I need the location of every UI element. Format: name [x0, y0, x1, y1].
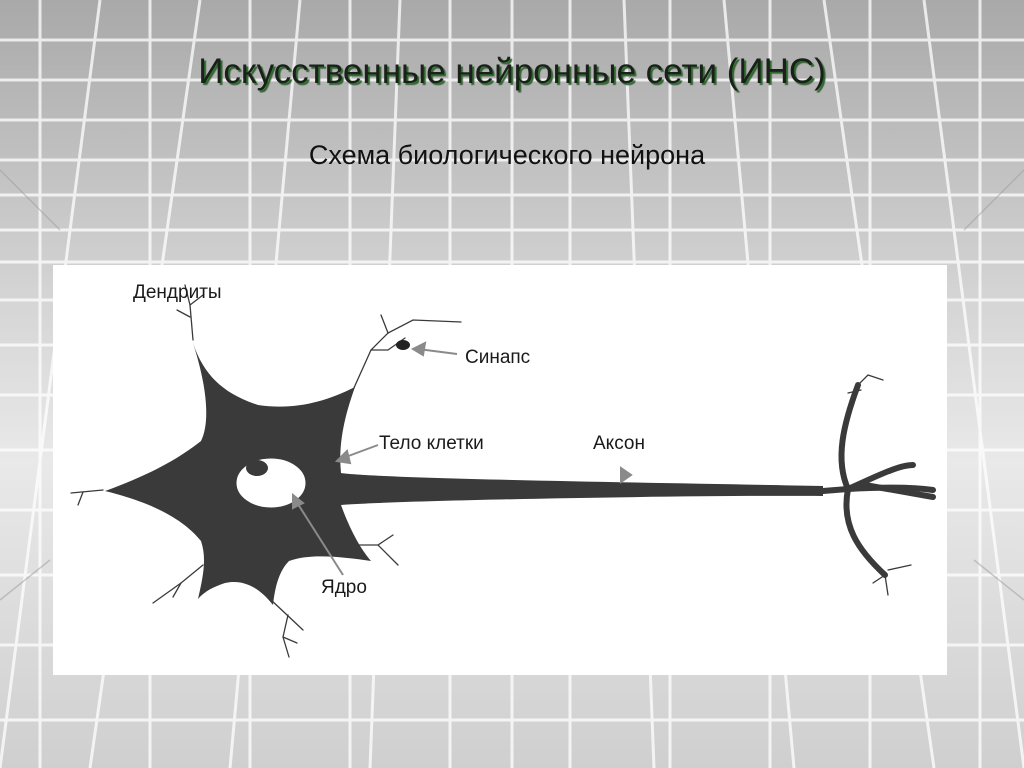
label-cell-body: Тело клетки — [379, 433, 484, 454]
label-nucleus: Ядро — [321, 577, 367, 598]
axon-terminals — [820, 382, 936, 578]
label-dendrites: Дендриты — [133, 282, 222, 303]
label-axon: Аксон — [593, 433, 645, 454]
pointer-arrows — [292, 341, 633, 576]
synapse-bulb — [396, 340, 410, 350]
neuron-diagram: Дендриты Синапс Тело клетки Аксон Ядро — [53, 265, 947, 675]
neuron-drawing — [70, 284, 936, 658]
label-synapse: Синапс — [465, 347, 531, 368]
slide-title: Искусственные нейронные сети (ИНС) — [198, 52, 826, 91]
nucleolus — [246, 460, 268, 476]
slide-subtitle: Схема биологического нейрона — [308, 140, 706, 170]
cell-body — [105, 343, 823, 605]
